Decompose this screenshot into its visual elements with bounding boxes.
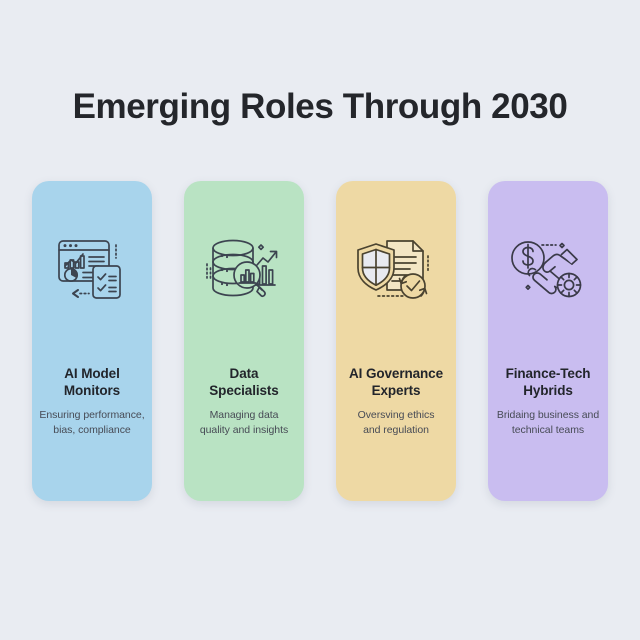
shield-document-check-icon <box>353 227 439 313</box>
card-desc-line-1: Bridaing business and <box>496 409 600 422</box>
card-title-line-1: Finance-Tech <box>505 365 591 381</box>
card-title-line-1: Data <box>229 365 259 381</box>
database-magnifier-growth-icon <box>201 227 287 313</box>
card-title-line-2: Monitors <box>63 382 121 398</box>
card-title: AI Governance Experts <box>345 365 447 400</box>
dashboard-analytics-checklist-icon <box>49 227 135 313</box>
card-title-line-1: AI Governance <box>349 365 443 381</box>
card-desc-line-1: Ensuring performance, <box>39 409 145 422</box>
card-desc-line-2: and regulation <box>363 423 429 436</box>
page-title: Emerging Roles Through 2030 <box>72 87 568 126</box>
card-title: Finance-Tech Hybrids <box>502 365 595 400</box>
card-description: Managing data quality and insights <box>197 408 291 437</box>
card-description: Ensuring performance, bias, compliance <box>36 408 147 437</box>
card-description: Oversving ethics and regulation <box>355 408 438 437</box>
role-card-finance-tech-hybrids[interactable]: Finance-Tech Hybrids Bridaing business a… <box>488 180 608 501</box>
card-title: AI Model Monitors <box>60 365 124 400</box>
role-card-ai-governance-experts[interactable]: AI Governance Experts Oversving ethics a… <box>336 180 456 501</box>
card-title-line-2: Experts <box>371 382 421 398</box>
role-card-ai-model-monitors[interactable]: AI Model Monitors Ensuring performance, … <box>32 180 152 501</box>
card-desc-line-2: quality and insights <box>199 423 289 436</box>
card-title-line-1: AI Model <box>64 365 120 381</box>
card-title: Data Specialists <box>205 365 282 400</box>
card-desc-line-1: Managing data <box>209 409 279 422</box>
role-card-data-specialists[interactable]: Data Specialists Managing data quality a… <box>184 180 304 501</box>
card-title-line-2: Specialists <box>209 382 279 398</box>
handshake-dollar-gear-icon <box>505 227 591 313</box>
card-desc-line-1: Oversving ethics <box>357 409 435 422</box>
card-desc-line-2: bias, compliance <box>53 423 131 436</box>
card-description: Bridaing business and technical teams <box>494 408 602 437</box>
card-title-line-2: Hybrids <box>523 382 573 398</box>
role-cards-row: AI Model Monitors Ensuring performance, … <box>32 180 608 501</box>
card-desc-line-2: technical teams <box>511 423 585 436</box>
